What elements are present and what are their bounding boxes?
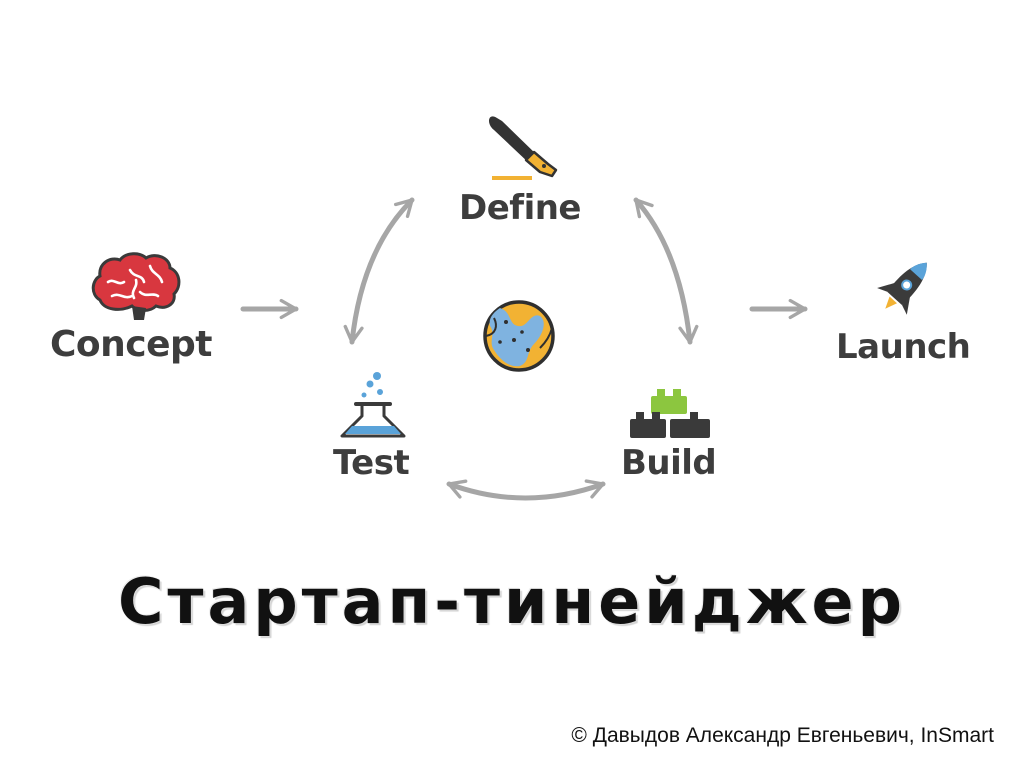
build-label: Build [621,443,717,483]
building-blocks-icon [630,389,710,438]
flask-icon [340,372,406,438]
slide-title: Стартап-тинейджер [118,565,906,638]
arrows [240,197,808,501]
arrow-test-define [343,197,415,345]
arrow-define-build [633,197,699,345]
launch-label: Launch [836,327,971,367]
define-underline [492,176,532,180]
rocket-icon [877,262,927,315]
brain-icon [91,252,181,320]
copyright-footer: © Давыдов Александр Евгеньевич, InSmart [571,724,994,747]
arrow-test-build [446,479,606,501]
define-label: Define [459,188,582,228]
fountain-pen-icon [488,116,558,180]
test-label: Test [333,443,410,483]
concept-label: Concept [50,324,213,365]
globe-icon [483,300,555,372]
